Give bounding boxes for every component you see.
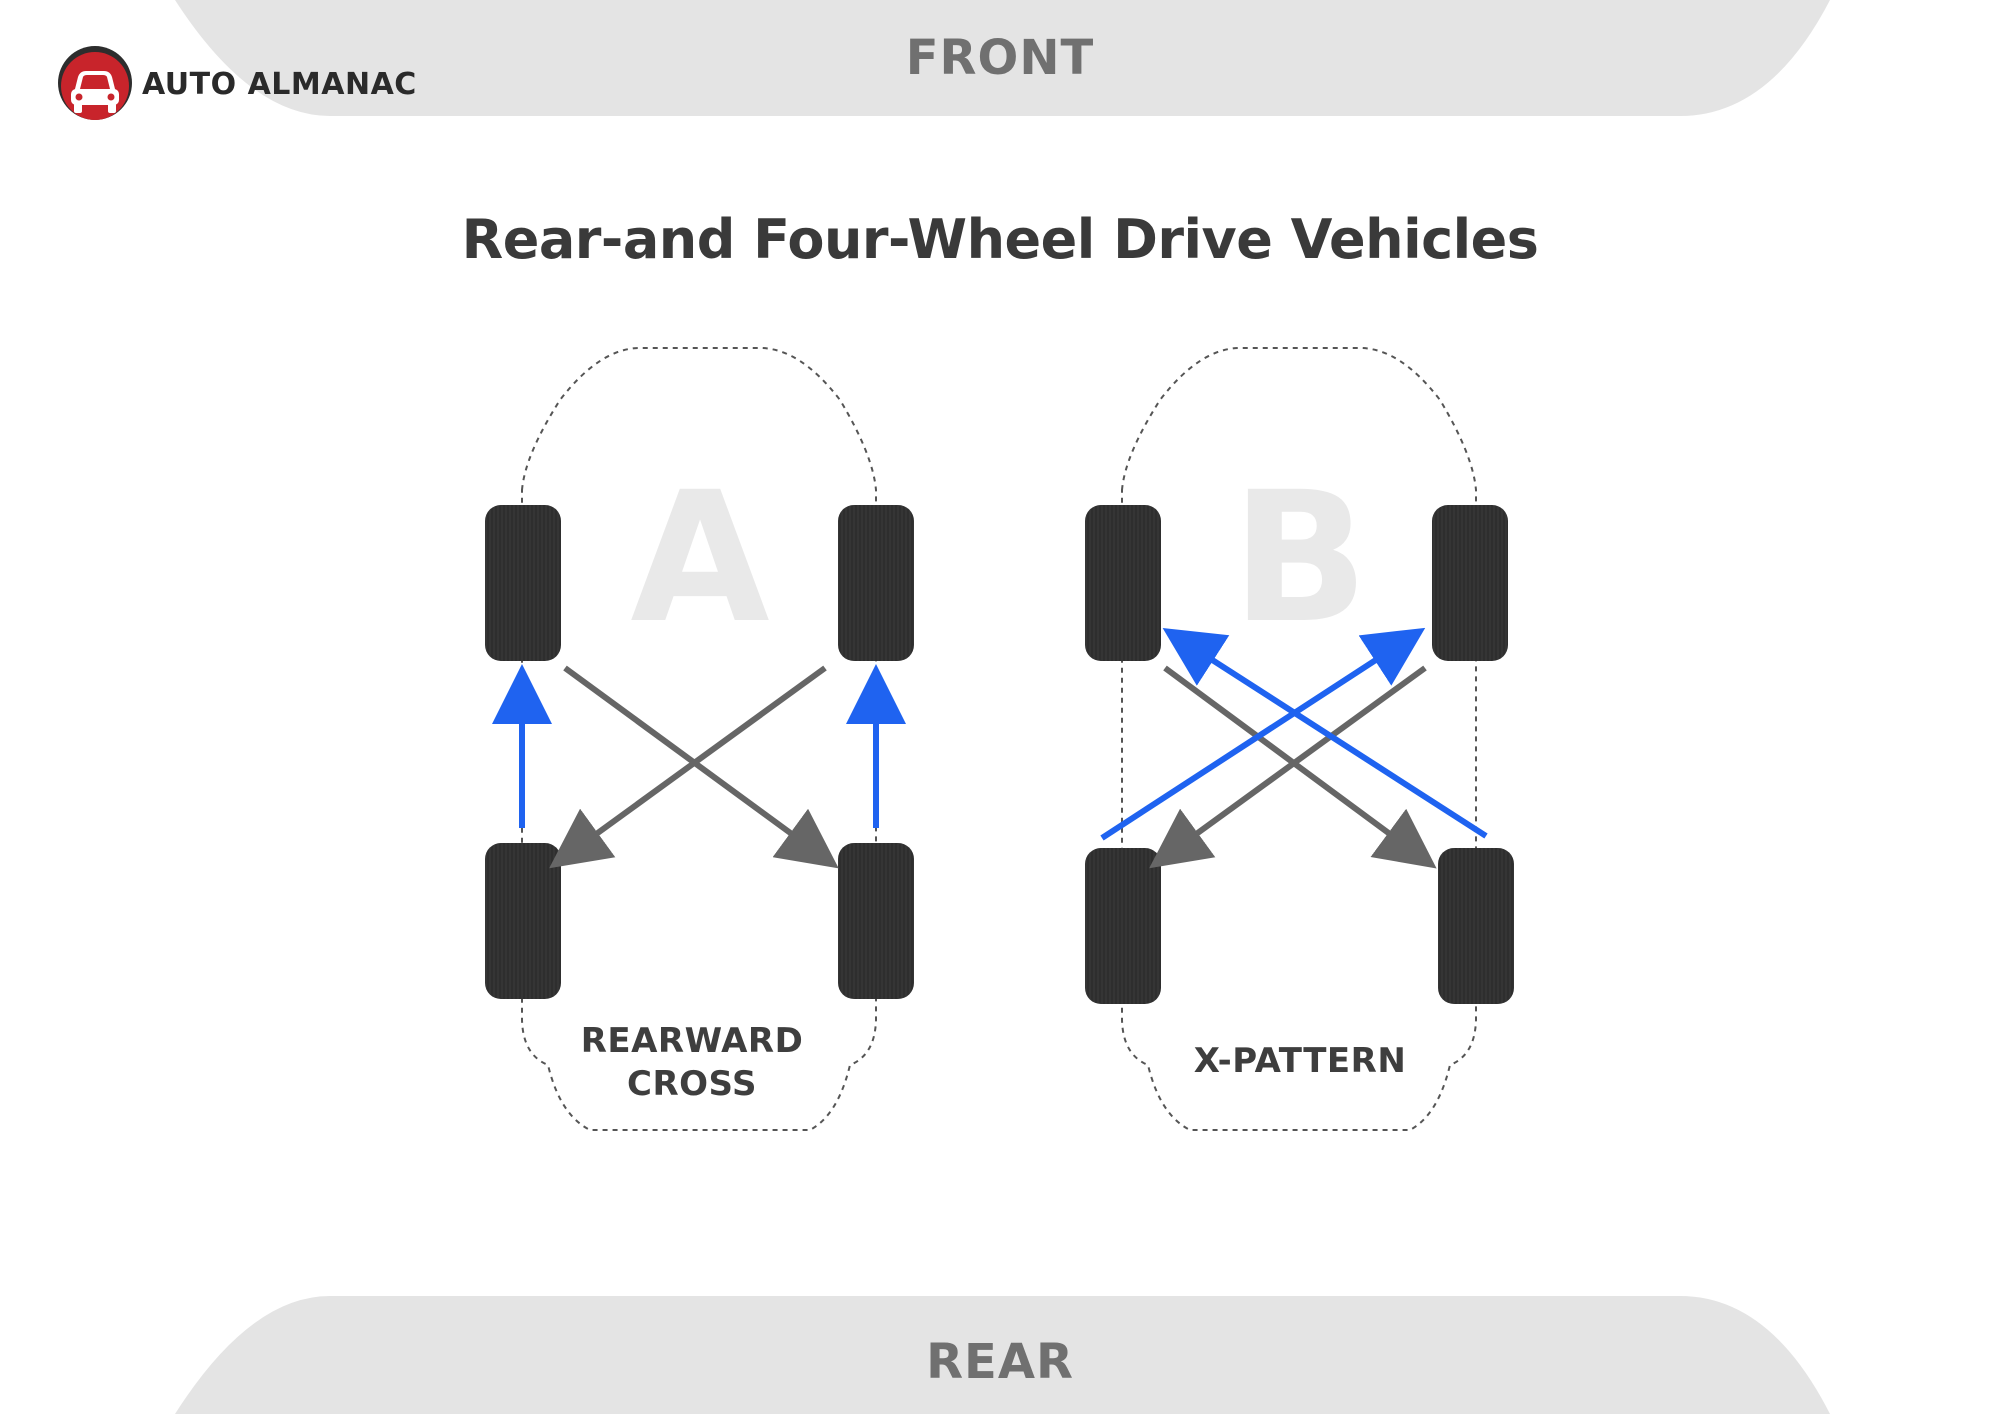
arrow-b-gray-fr-to-rl (1149, 665, 1427, 869)
arrow-b-gray-fl-to-rr (1163, 665, 1437, 869)
arrow-b-blue-rr-to-fl (1162, 628, 1488, 839)
pattern-name-rearward-cross: REARWARD CROSS (580, 1021, 804, 1104)
tire-a-rear-left (485, 843, 561, 999)
diagram-letter-b: B (1231, 454, 1369, 663)
tire-a-front-left (485, 505, 561, 661)
arrow-b-blue-rl-to-fr (1100, 627, 1426, 841)
rear-label: REAR (926, 1334, 1074, 1390)
car-front-icon (58, 46, 132, 120)
tire-b-front-right (1432, 505, 1508, 661)
page-title: Rear-and Four-Wheel Drive Vehicles (461, 208, 1539, 271)
arrow-a-gray-fr-to-rl (549, 665, 827, 869)
tire-a-front-right (838, 505, 914, 661)
arrow-a-gray-fl-to-rr (563, 665, 839, 869)
tire-a-rear-right (838, 843, 914, 999)
brand-logo[interactable]: AUTO ALMANAC (56, 46, 417, 122)
front-band (175, 0, 1830, 116)
front-label: FRONT (905, 30, 1095, 86)
rear-band-shape (175, 1296, 1830, 1414)
tire-b-rear-left (1085, 848, 1161, 1004)
tire-b-front-left (1085, 505, 1161, 661)
pattern-name-x-pattern: X-PATTERN (1193, 1041, 1407, 1081)
brand-name: AUTO ALMANAC (142, 66, 417, 102)
car-outline-b (1121, 347, 1477, 1131)
car-outline-a (521, 347, 877, 1131)
diagram-letter-a: A (630, 454, 770, 663)
tire-b-rear-right (1438, 848, 1514, 1004)
